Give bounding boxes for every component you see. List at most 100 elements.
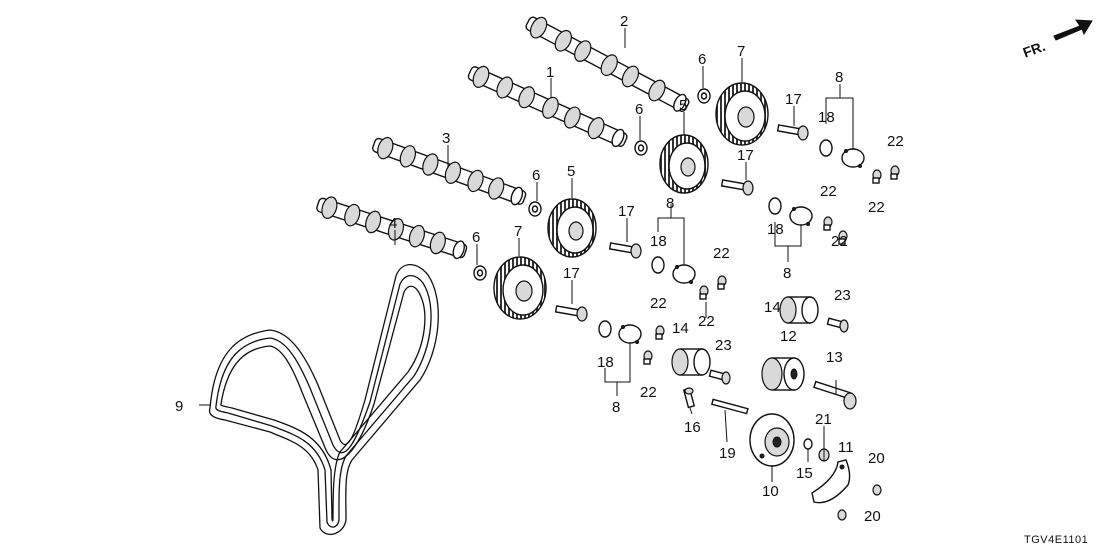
camshaft-4[interactable] [315,194,469,263]
stud-19[interactable] [710,398,749,415]
callout-10: 10 [762,483,779,500]
o-ring-18-a[interactable] [819,139,833,157]
callout-5-a: 5 [679,97,687,114]
bolt-22-a[interactable] [890,165,900,180]
callout-18-c: 18 [650,233,667,250]
bolt-22-g[interactable] [655,325,665,340]
callout-6-a: 6 [698,51,706,68]
bolt-22-f[interactable] [699,285,709,300]
bracket-11[interactable] [811,459,851,504]
washer-15[interactable] [803,438,813,450]
callout-22-d: 22 [831,233,848,250]
bolt-22-c[interactable] [823,216,833,231]
callout-6-c: 6 [532,167,540,184]
callout-23-b: 23 [715,337,732,354]
front-arrow-icon [1053,19,1093,41]
callout-18-d: 18 [597,354,614,371]
cover-8-a[interactable] [841,148,865,168]
callout-5-b: 5 [567,163,575,180]
callout-23-a: 23 [834,287,851,304]
washer-6-b[interactable] [634,140,648,156]
callout-22-b: 22 [868,199,885,216]
callout-20-a: 20 [868,450,885,467]
washer-6-c[interactable] [528,201,542,217]
callout-6-b: 6 [635,101,643,118]
callout-7-a: 7 [737,43,745,60]
callout-15: 15 [796,465,813,482]
bolt-17-d[interactable] [554,305,588,322]
tensioner-10[interactable] [749,413,795,467]
camshaft-2[interactable] [523,12,692,116]
callout-22-f: 22 [698,313,715,330]
callout-22-g: 22 [650,295,667,312]
nut-20-b[interactable] [837,509,847,521]
bolt-22-d[interactable] [838,230,848,245]
callout-18-a: 18 [818,109,835,126]
callout-8-a: 8 [835,69,843,86]
bolt-17-b[interactable] [720,179,754,196]
bolt-22-e[interactable] [717,275,727,290]
camshaft-3[interactable] [370,134,528,209]
callout-9: 9 [175,398,183,415]
o-ring-18-b[interactable] [768,197,782,215]
callout-19: 19 [719,445,736,462]
callout-6-d: 6 [472,229,480,246]
front-direction-indicator: FR. [1021,19,1093,61]
fr-label: FR. [1021,38,1048,61]
callout-21: 21 [815,411,832,428]
callout-8-d: 8 [612,399,620,416]
nut-20-a[interactable] [872,484,882,496]
leader-lines [199,28,854,482]
callout-17-a: 17 [785,91,802,108]
stud-16[interactable] [682,387,696,409]
callout-4: 4 [389,215,397,232]
callout-17-d: 17 [563,265,580,282]
o-ring-18-d[interactable] [598,320,612,338]
callout-2: 2 [620,13,628,30]
callout-22-c: 22 [820,183,837,200]
callout-16: 16 [684,419,701,436]
cover-8-b[interactable] [789,206,813,226]
diagram-code: TGV4E1101 [1024,534,1088,546]
sprocket-5-lower[interactable] [547,198,597,258]
callout-22-h: 22 [640,384,657,401]
callouts: 2 1 3 4 6 6 6 6 7 5 5 7 8 17 18 22 22 17… [175,13,904,525]
callout-17-c: 17 [618,203,635,220]
sprocket-7-upper[interactable] [715,82,769,146]
sprocket-7-lower[interactable] [493,256,547,320]
bolt-17-a[interactable] [776,124,809,141]
idler-pulley-14-upper[interactable] [779,296,819,324]
cover-8-d[interactable] [618,324,642,344]
callout-12: 12 [780,328,797,345]
callout-14-a: 14 [672,320,689,337]
callout-22-a: 22 [887,133,904,150]
timing-belt-9[interactable] [208,263,439,536]
bolt-13[interactable] [813,380,857,410]
callout-20-b: 20 [864,508,881,525]
callout-8-c: 8 [666,195,674,212]
bolt-22-b[interactable] [872,169,882,184]
o-ring-18-c[interactable] [651,256,665,274]
idler-pulley-12[interactable] [761,357,805,391]
cover-8-c[interactable] [672,264,696,284]
camshaft-1[interactable] [466,62,630,151]
bolt-23-a[interactable] [826,317,849,333]
bolt-17-c[interactable] [608,242,642,259]
bolt-22-h[interactable] [643,350,653,365]
washer-6-d[interactable] [473,265,487,281]
callout-8-b: 8 [783,265,791,282]
callout-13: 13 [826,349,843,366]
bolt-23-b[interactable] [708,369,731,385]
sprocket-5-upper[interactable] [659,134,709,194]
washer-6-a[interactable] [697,88,711,104]
callout-17-b: 17 [737,147,754,164]
callout-1: 1 [546,64,554,81]
callout-18-b: 18 [767,221,784,238]
callout-11: 11 [838,439,854,456]
callout-3: 3 [442,130,450,147]
callout-22-e: 22 [713,245,730,262]
callout-7-b: 7 [514,223,522,240]
callout-14-b: 14 [764,299,781,316]
idler-pulley-14-lower[interactable] [671,348,711,376]
